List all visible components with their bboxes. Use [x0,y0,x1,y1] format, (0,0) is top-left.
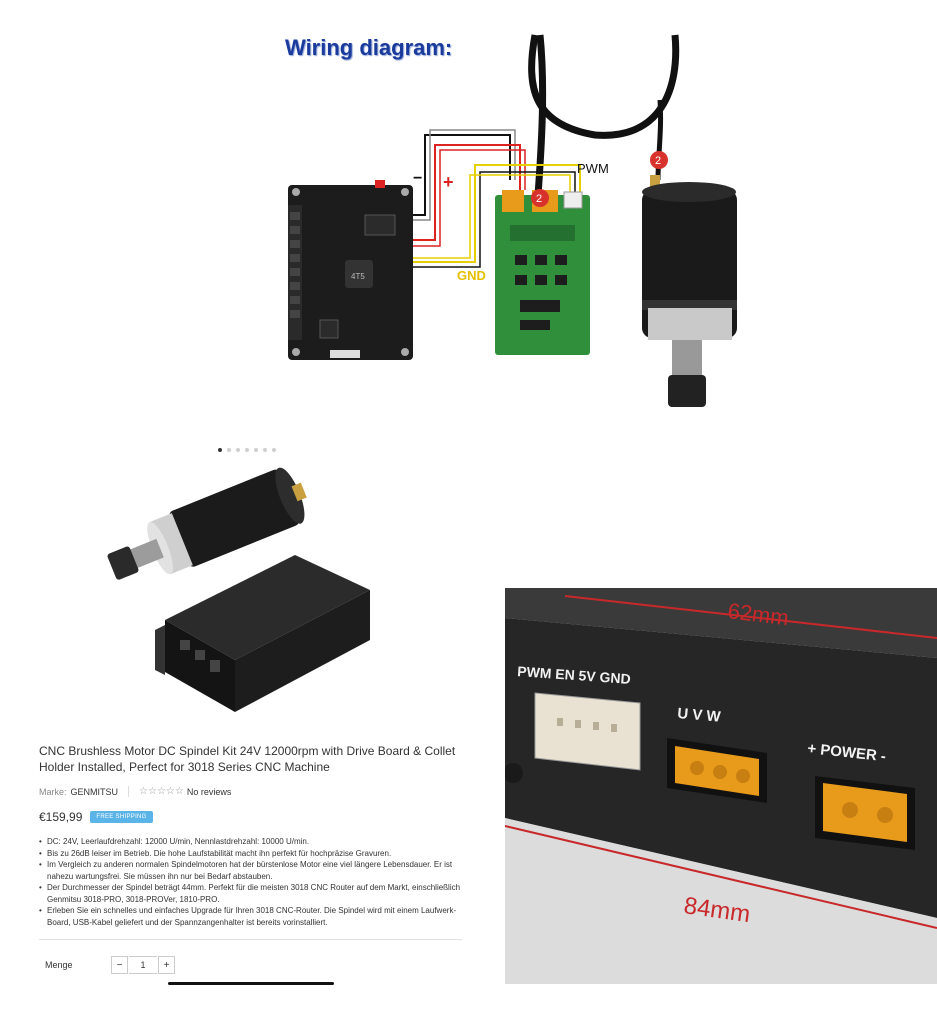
reviews-link[interactable]: No reviews [186,786,232,797]
product-title: CNC Brushless Motor DC Spindel Kit 24V 1… [39,744,456,774]
driver-closeup-photo: 62mm 84mm PWM EN 5V GND U V W + POWER - [505,588,937,984]
motor-connector [667,738,767,803]
motor-pins-label: U V W [677,705,722,726]
carousel-dot[interactable] [254,448,258,452]
brand-label: Marke: [39,786,67,797]
carousel-dot[interactable] [236,448,240,452]
carousel-dot[interactable] [245,448,249,452]
carousel-dot[interactable] [218,448,222,452]
divider [39,939,462,940]
feature-item: Der Durchmesser der Spindel beträgt 44mm… [39,882,464,905]
brand-link[interactable]: GENMITSU [70,786,119,797]
quantity-increase-button[interactable]: + [158,956,175,974]
quantity-stepper: − 1 + [111,956,175,974]
feature-list: DC: 24V, Leerlaufdrehzahl: 12000 U/min, … [39,836,464,928]
star-rating-icon[interactable]: ☆☆☆☆☆ [139,786,184,797]
carousel-dot[interactable] [272,448,276,452]
badge-2-motor: 2 [655,155,661,167]
price-row: €159,99 FREE SHIPPING [39,810,153,824]
quantity-input[interactable]: 1 [129,956,157,974]
gnd-label: GND [457,268,486,283]
minus-label: − [413,170,422,187]
driver-pcb: 2 [495,189,590,355]
pwm-label: PWM [577,161,609,176]
quantity-decrease-button[interactable]: − [111,956,128,974]
svg-text:4T5: 4T5 [351,272,365,281]
signal-connector [534,692,641,771]
power-connector [815,776,915,850]
brand-row: Marke: GENMITSU ☆☆☆☆☆ No reviews [39,786,231,797]
feature-item: Erleben Sie ein schnelles und einfaches … [39,905,464,928]
separator [128,786,130,797]
feature-item: Bis zu 26dB leiser im Betrieb. Die hohe … [39,848,464,860]
product-image[interactable] [95,460,385,725]
price: €159,99 [39,810,83,824]
feature-item: Im Vergleich zu anderen normalen Spindel… [39,859,464,882]
controller-board: 4T5 [288,180,413,360]
home-indicator [168,982,334,985]
feature-item: DC: 24V, Leerlaufdrehzahl: 12000 U/min, … [39,836,464,848]
carousel-dot[interactable] [227,448,231,452]
quantity-label: Menge [45,960,73,970]
carousel-dots[interactable] [218,448,276,452]
signal-pins-label: PWM EN 5V GND [517,663,631,687]
badge-2-pcb: 2 [536,193,542,205]
wiring-diagram-title: Wiring diagram: [285,35,453,60]
free-shipping-badge: FREE SHIPPING [90,811,153,823]
carousel-dot[interactable] [263,448,267,452]
spindle-motor: 2 [642,151,737,407]
wiring-diagram: − + PWM GND 4T5 2 [288,34,737,407]
plus-label: + [443,172,454,192]
